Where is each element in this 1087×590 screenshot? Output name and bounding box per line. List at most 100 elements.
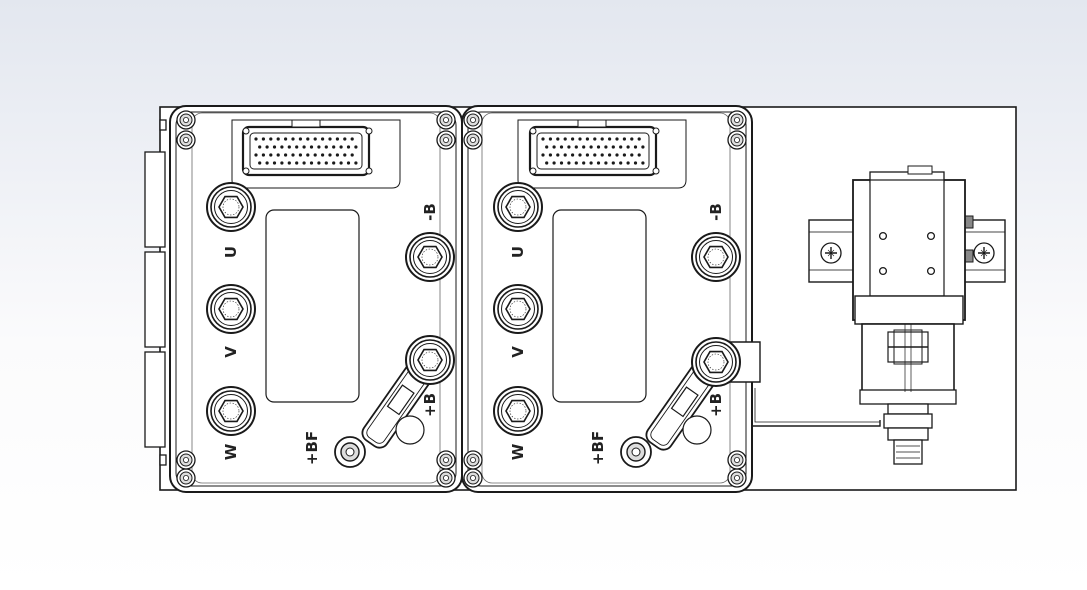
- connector-pin: [284, 153, 288, 157]
- terminal-pos-b-label: +B: [707, 393, 725, 417]
- connector-pin: [321, 137, 325, 141]
- connector-pin: [626, 145, 630, 149]
- connector-pin-icon: [254, 137, 358, 165]
- terminal-u-label: U: [222, 246, 240, 258]
- connector-pin: [332, 145, 336, 149]
- connector-pin: [298, 137, 302, 141]
- connector-pin: [545, 161, 549, 165]
- connector-pin: [354, 145, 358, 149]
- connector-pin: [574, 145, 578, 149]
- connector-pin: [552, 145, 556, 149]
- corner-screw-icon: [727, 468, 747, 488]
- connector-pin: [269, 137, 273, 141]
- controller-1-connector: [231, 119, 401, 189]
- connector-pin: [261, 137, 265, 141]
- corner-screw-icon: [463, 110, 483, 130]
- connector-pin: [265, 145, 269, 149]
- connector-pin: [578, 137, 582, 141]
- connector-pin: [615, 153, 619, 157]
- corner-screw-icon: [727, 450, 747, 470]
- controller-1-label-window: [265, 209, 360, 403]
- connector-pin: [622, 137, 627, 141]
- connector-pin: [317, 145, 321, 149]
- connector-pin: [563, 153, 567, 157]
- connector-pin: [291, 137, 295, 141]
- connector-pin: [611, 145, 615, 149]
- corner-screw-icon: [176, 130, 196, 150]
- connector-pin: [313, 153, 317, 157]
- controller-2: U V W -B +B +BF: [461, 105, 761, 493]
- main-contactor: [808, 165, 1006, 465]
- terminal-v-bolt-icon: [493, 284, 543, 334]
- connector-pin: [548, 137, 553, 141]
- connector-pin: [567, 161, 571, 165]
- terminal-pos-b-label: +B: [421, 393, 439, 417]
- connector-pin: [302, 161, 306, 165]
- connector-pin: [321, 153, 325, 157]
- terminal-u-bolt-icon: [206, 182, 256, 232]
- connector-pin: [350, 153, 354, 157]
- connector-pin: [261, 153, 265, 157]
- connector-pin: [578, 153, 582, 157]
- connector-pin: [593, 153, 597, 157]
- terminal-w-label: W: [509, 443, 527, 460]
- signal-wire: [751, 388, 881, 427]
- connector-pin: [254, 137, 258, 141]
- terminal-w-bolt-icon: [206, 386, 256, 436]
- connector-pin: [633, 145, 638, 149]
- connector-pin: [633, 161, 638, 165]
- connector-pin: [265, 161, 269, 165]
- connector-pin: [306, 153, 310, 157]
- connector-pin: [596, 161, 601, 165]
- terminal-v-label: V: [222, 346, 240, 358]
- connector-pin: [600, 153, 604, 157]
- connector-pin: [328, 137, 332, 141]
- connector-pin: [589, 161, 593, 165]
- connector-pin: [287, 161, 291, 165]
- terminal-pos-b-bolt-icon: [405, 335, 455, 385]
- connector-pin: [324, 145, 328, 149]
- connector-pin: [582, 161, 586, 165]
- connector-pin: [258, 145, 262, 149]
- connector-pin: [317, 161, 321, 165]
- connector-pin: [545, 145, 549, 149]
- connector-pin: [608, 137, 612, 141]
- connector-pin: [541, 153, 545, 157]
- phillips-screw-icon: [820, 242, 842, 264]
- corner-screw-icon: [463, 468, 483, 488]
- terminal-pos-b-bolt-icon: [691, 337, 741, 387]
- connector-pin: [596, 145, 601, 149]
- connector-pin: [350, 137, 354, 141]
- corner-screw-icon: [176, 110, 196, 130]
- connector-pin: [295, 161, 299, 165]
- corner-screw-icon: [436, 450, 456, 470]
- connector-pin: [276, 137, 280, 141]
- corner-screw-icon: [176, 450, 196, 470]
- terminal-neg-b-bolt-icon: [405, 232, 455, 282]
- connector-pin: [298, 153, 302, 157]
- terminal-w-bolt-icon: [493, 386, 543, 436]
- terminal-neg-b-bolt-icon: [691, 232, 741, 282]
- connector-pin: [615, 137, 619, 141]
- connector-pin: [637, 153, 641, 157]
- connector-pin: [571, 137, 575, 141]
- corner-screw-icon: [463, 130, 483, 150]
- connector-pin: [563, 137, 567, 141]
- connector-pin: [593, 137, 597, 141]
- connector-pin: [328, 153, 332, 157]
- connector-pin: [571, 153, 575, 157]
- connector-pin: [302, 145, 306, 149]
- phillips-screw-icon: [973, 242, 995, 264]
- connector-pin: [552, 161, 556, 165]
- connector-pin: [582, 145, 586, 149]
- connector-pin: [630, 137, 634, 141]
- connector-pin: [258, 161, 262, 165]
- connector-pin: [254, 153, 258, 157]
- connector-pin: [559, 145, 564, 149]
- connector-pin: [585, 153, 590, 157]
- connector-pin: [611, 161, 615, 165]
- terminal-pos-bf-label: +BF: [589, 431, 607, 465]
- connector-pin: [295, 145, 299, 149]
